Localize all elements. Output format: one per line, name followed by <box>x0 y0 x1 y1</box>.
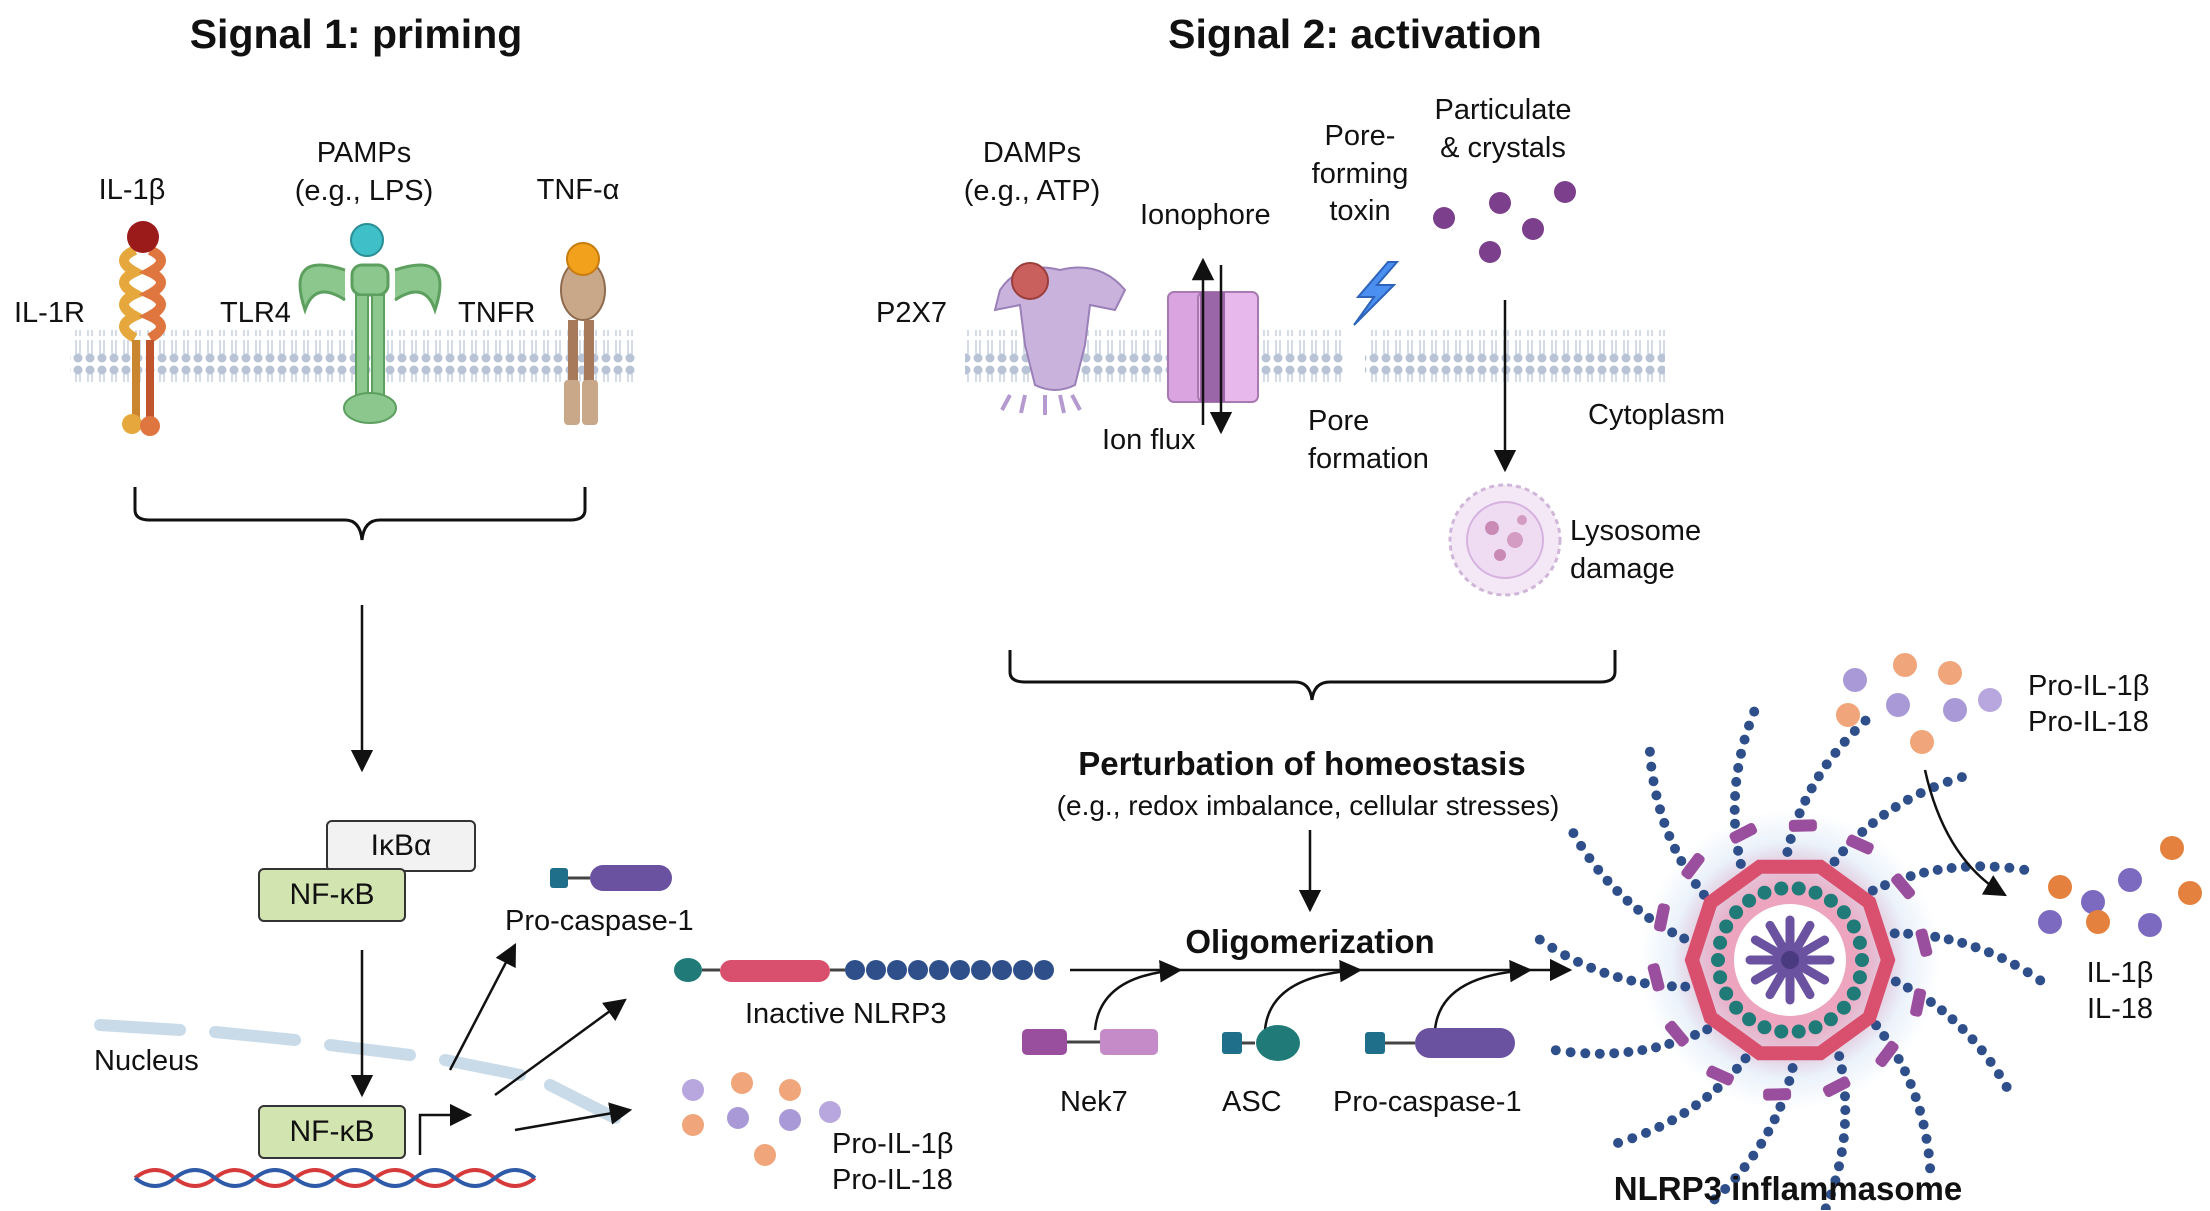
homeostasis-title: Perturbation of homeostasis <box>1078 745 1526 782</box>
pro-caspase-priming-label: Pro-caspase-1 <box>505 905 694 937</box>
tnfr-label: TNFR <box>458 297 536 329</box>
nfkb-box-top: NF-κB <box>258 868 406 922</box>
arrow-to-nlrp3 <box>494 998 627 1097</box>
il1b-ligand <box>127 221 159 253</box>
inactive-nlrp3-label: Inactive NLRP3 <box>745 998 947 1030</box>
tlr4-receptor <box>298 263 442 424</box>
arrow-to-pro-il <box>514 1102 633 1132</box>
caspase-curve <box>1433 959 1533 1031</box>
mature-il-label: IL-1β IL-18 <box>2086 957 2154 1026</box>
activation-brace <box>1008 650 1617 701</box>
cleavage-arrow <box>1923 769 2007 897</box>
ionophore-channel <box>1167 291 1259 403</box>
ion-flux-label: Ion flux <box>1102 424 1196 456</box>
p2x7-label: P2X7 <box>876 297 947 329</box>
nek7-protein <box>1022 1029 1158 1055</box>
ionophore-label: Ionophore <box>1140 199 1271 231</box>
atp-ligand <box>1011 262 1049 300</box>
asc-label: ASC <box>1222 1086 1282 1118</box>
asc-protein <box>1222 1025 1300 1061</box>
nek7-curve <box>1093 960 1183 1031</box>
signal2-title: Signal 2: activation <box>1168 11 1542 57</box>
tlr4-label: TLR4 <box>220 297 291 329</box>
pro-caspase-oligo <box>1365 1028 1515 1058</box>
oligomerization-title: Oligomerization <box>1185 923 1435 960</box>
inflammasome-title: NLRP3 inflammasome <box>1613 1170 1963 1207</box>
nucleus-membrane <box>94 1019 621 1124</box>
transcription-start-arrow <box>418 1103 473 1155</box>
asc-curve <box>1263 959 1363 1031</box>
priming-brace <box>133 487 587 541</box>
lps-ligand <box>350 223 384 257</box>
pamps-label: PAMPs (e.g., LPS) <box>294 137 434 207</box>
membrane-activation-right <box>1365 330 1665 382</box>
nucleus-label: Nucleus <box>94 1045 199 1077</box>
lightning-icon <box>1353 261 1400 326</box>
tnfa-label: TNF-α <box>536 174 620 206</box>
pro-il-right-label: Pro-IL-1β Pro-IL-18 <box>2028 670 2150 739</box>
ikba-box: IκBα <box>326 820 476 872</box>
pore-formation-label: Pore formation <box>1308 405 1429 475</box>
nfkb-box-bottom: NF-κB <box>258 1105 406 1159</box>
pro-caspase-priming <box>550 865 672 891</box>
mature-il-dots <box>2038 836 2202 937</box>
lysosome-label: Lysosome damage <box>1570 515 1702 585</box>
dna-helix <box>133 1168 537 1188</box>
pro-il-dots-right <box>1836 653 2002 754</box>
nlrp3-inflammasome-complex <box>1534 706 2046 1210</box>
particulate-label: Particulate & crystals <box>1434 94 1572 164</box>
membrane-activation-left <box>965 330 1345 382</box>
lysosome <box>1448 483 1562 597</box>
pro-caspase-oligo-label: Pro-caspase-1 <box>1333 1086 1522 1118</box>
il1r-receptor <box>119 245 166 436</box>
cytoplasm-label: Cytoplasm <box>1588 399 1725 431</box>
particulate-dots <box>1433 181 1576 263</box>
pro-il-priming-label: Pro-IL-1β Pro-IL-18 <box>832 1128 954 1197</box>
tnfa-ligand <box>566 242 600 276</box>
il1b-label: IL-1β <box>98 174 166 206</box>
pro-il-dots-priming <box>682 1072 841 1166</box>
damps-label: DAMPs (e.g., ATP) <box>963 137 1101 207</box>
il1r-label: IL-1R <box>14 297 85 329</box>
homeostasis-subtitle: (e.g., redox imbalance, cellular stresse… <box>1056 790 1560 821</box>
membrane-priming <box>70 330 635 382</box>
tnfr-receptor <box>560 259 606 425</box>
signal1-title: Signal 1: priming <box>189 11 523 57</box>
pore-toxin-label: Pore- forming toxin <box>1311 120 1409 228</box>
inactive-nlrp3 <box>674 958 1054 982</box>
nek7-label: Nek7 <box>1060 1086 1128 1118</box>
arrow-to-procaspase <box>448 943 517 1071</box>
